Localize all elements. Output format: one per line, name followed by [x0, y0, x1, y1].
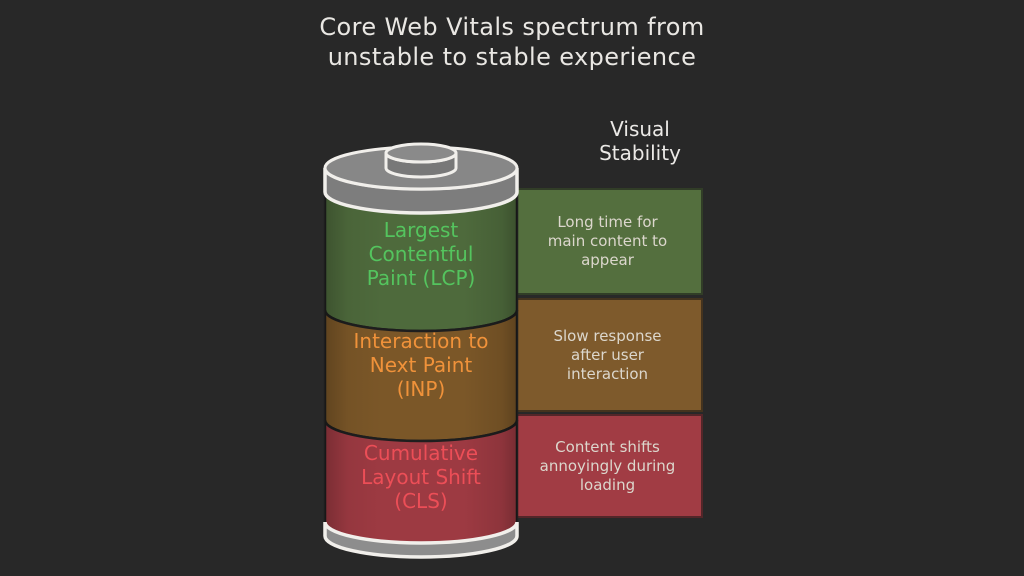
- description-box-inp: Slow response after user interaction: [512, 298, 703, 412]
- description-text-cls: Content shifts annoyingly during loading: [539, 437, 676, 494]
- battery-label-lcp: Largest Contentful Paint (LCP): [366, 218, 476, 290]
- description-text-inp: Slow response after user interaction: [553, 326, 662, 383]
- battery-label-inp: Interaction to Next Paint (INP): [353, 329, 489, 401]
- battery-terminal-top: [384, 142, 458, 164]
- page-title: Core Web Vitals spectrum from unstable t…: [319, 13, 705, 71]
- description-box-lcp: Long time for main content to appear: [512, 188, 703, 295]
- battery-shading: [325, 192, 517, 543]
- visual-stability-header: Visual Stability: [599, 117, 681, 165]
- battery-label-cls: Cumulative Layout Shift (CLS): [361, 441, 481, 513]
- description-text-lcp: Long time for main content to appear: [547, 213, 668, 269]
- description-box-cls: Content shifts annoyingly during loading: [512, 414, 703, 518]
- battery-base: [323, 521, 519, 559]
